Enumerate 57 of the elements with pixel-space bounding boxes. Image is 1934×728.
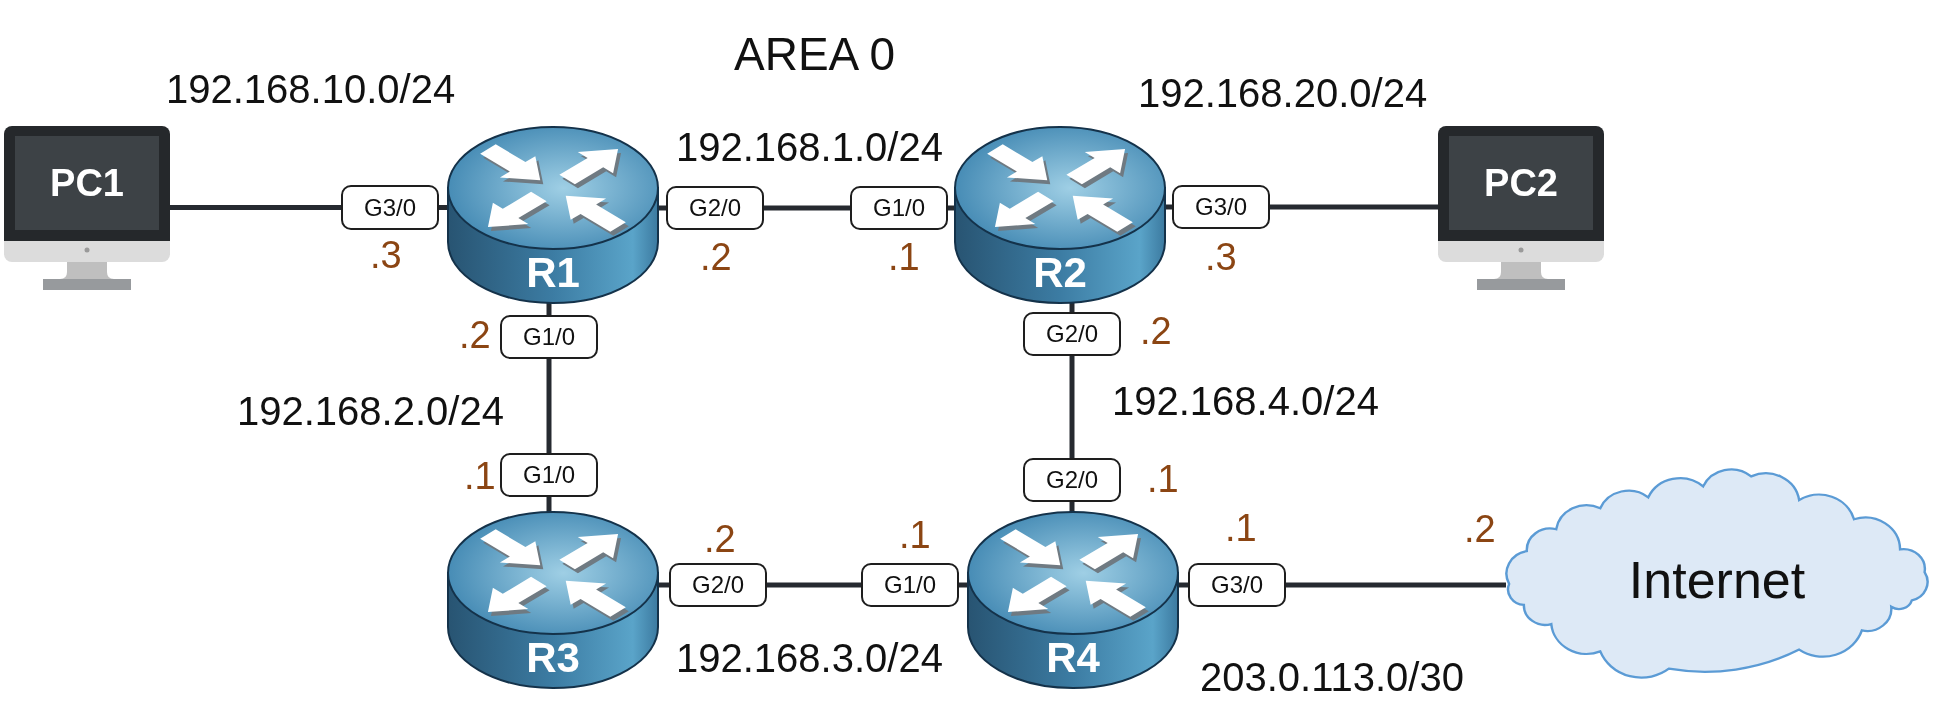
interface-tag: G2/0	[669, 563, 767, 607]
host-address: .1	[1225, 509, 1257, 547]
diagram-title: AREA 0	[734, 31, 896, 77]
router-symbol	[446, 511, 660, 689]
network-link	[764, 205, 850, 211]
interface-tag: G2/0	[666, 186, 764, 230]
host-address: .3	[370, 236, 402, 274]
network-link	[546, 497, 552, 513]
cloud-shape	[1505, 468, 1929, 679]
host-address: .1	[464, 457, 496, 495]
subnet-label: 192.168.10.0/24	[166, 69, 456, 109]
host-address: .2	[1464, 510, 1496, 548]
host-address: .1	[1147, 460, 1179, 498]
desktop-computer	[4, 126, 170, 290]
computer-label: PC1	[50, 163, 124, 202]
host-address: .2	[700, 238, 732, 276]
subnet-label: 192.168.4.0/24	[1112, 381, 1379, 421]
interface-tag: G1/0	[861, 563, 959, 607]
router-label: R4	[1046, 637, 1100, 679]
cloud-label: Internet	[1628, 553, 1806, 606]
router-symbol	[446, 126, 660, 304]
network-link	[170, 205, 341, 210]
subnet-label: 192.168.3.0/24	[676, 638, 943, 678]
subnet-label: 203.0.113.0/30	[1200, 657, 1464, 697]
network-link	[1286, 582, 1506, 588]
interface-tag: G1/0	[850, 186, 948, 230]
network-link	[1069, 356, 1075, 458]
network-link	[1069, 502, 1075, 512]
host-address: .2	[1140, 312, 1172, 350]
host-address: .2	[704, 520, 736, 558]
host-address: .1	[899, 516, 931, 554]
router-label: R1	[526, 252, 580, 294]
network-link	[546, 359, 552, 453]
host-address: .2	[459, 316, 491, 354]
router-label: R3	[526, 637, 580, 679]
host-address: .3	[1205, 238, 1237, 276]
interface-tag: G3/0	[341, 185, 439, 230]
interface-tag: G2/0	[1023, 458, 1121, 502]
desktop-computer	[1438, 126, 1604, 290]
router-label: R2	[1033, 252, 1087, 294]
subnet-label: 192.168.1.0/24	[676, 127, 943, 167]
router-symbol	[953, 126, 1167, 304]
interface-tag: G1/0	[500, 315, 598, 359]
network-link	[767, 582, 861, 588]
network-link	[546, 302, 552, 315]
subnet-label: 192.168.2.0/24	[237, 391, 504, 431]
interface-tag: G2/0	[1023, 312, 1121, 356]
network-link	[658, 582, 669, 588]
computer-label: PC2	[1484, 163, 1558, 202]
host-address: .1	[888, 238, 920, 276]
network-link	[1270, 204, 1438, 210]
network-link	[1178, 582, 1188, 588]
router-symbol	[966, 511, 1180, 689]
interface-tag: G3/0	[1188, 563, 1286, 607]
subnet-label: 192.168.20.0/24	[1138, 73, 1428, 113]
interface-tag: G1/0	[500, 453, 598, 497]
interface-tag: G3/0	[1172, 185, 1270, 229]
